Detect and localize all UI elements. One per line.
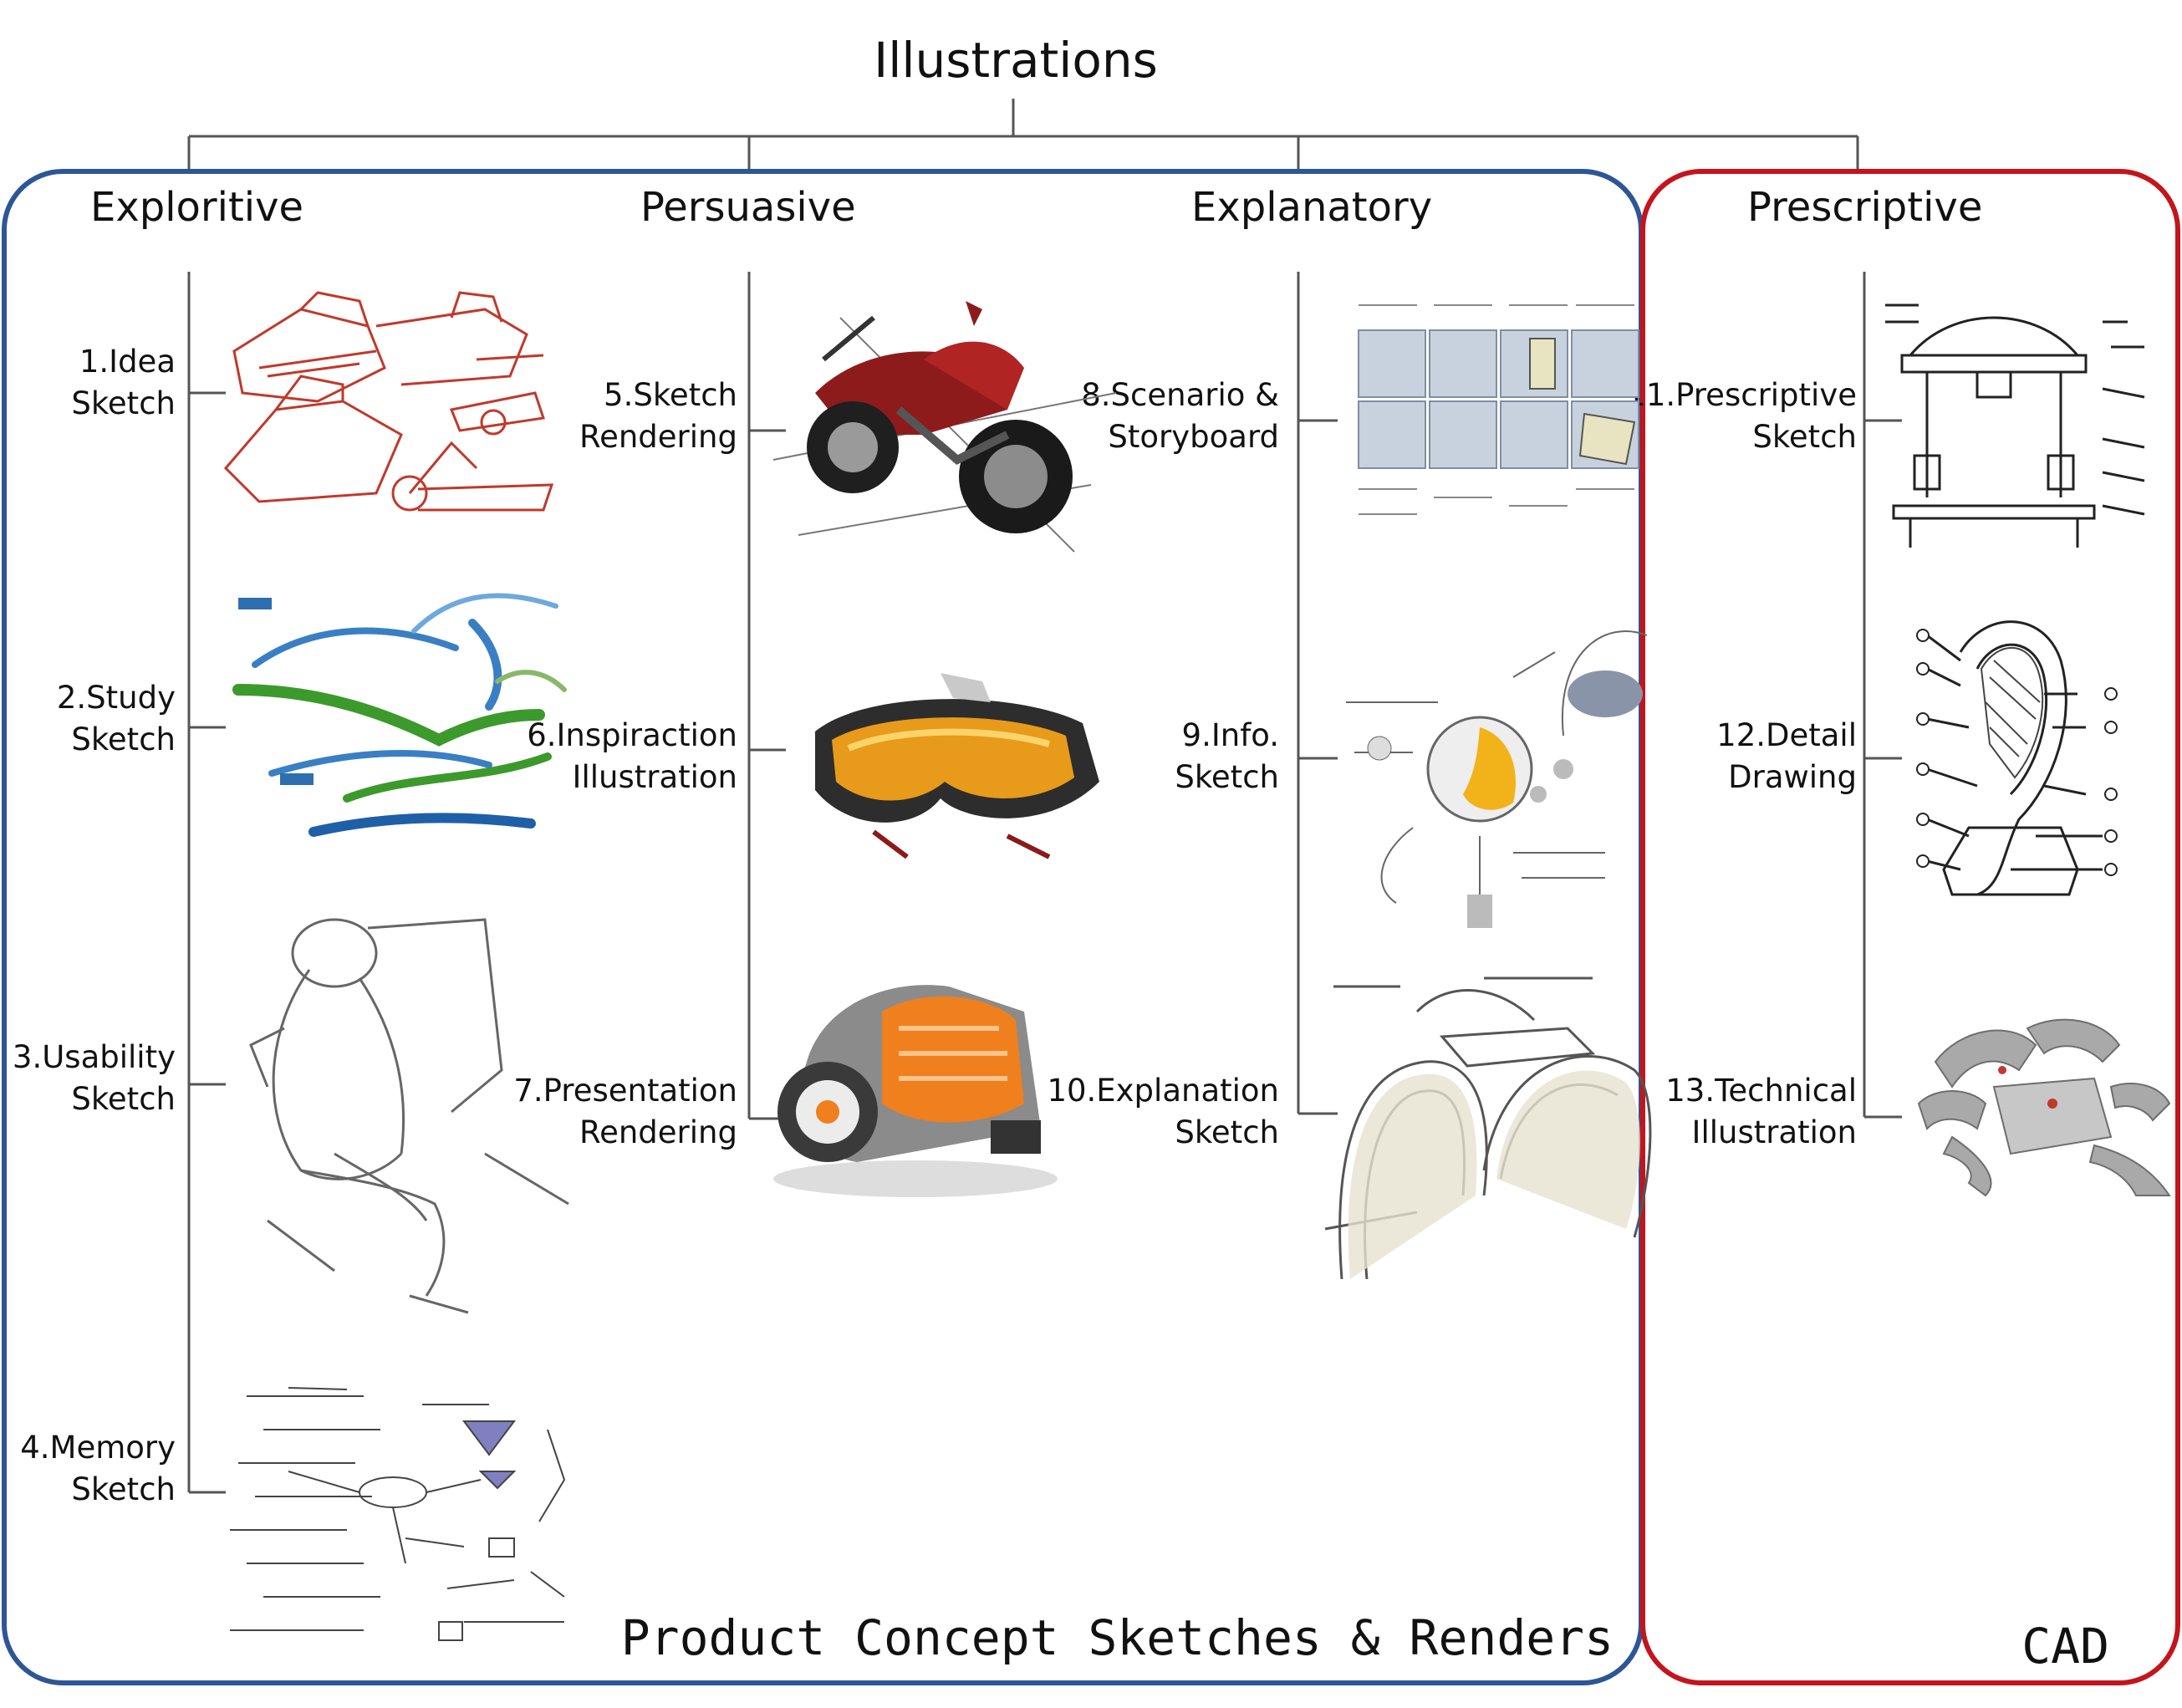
- study-sketch-image: [232, 593, 567, 837]
- explanation-sketch-image: [1324, 976, 1652, 1279]
- storyboard-image: [1358, 304, 1639, 515]
- category-prescriptive: Prescriptive: [1747, 184, 1983, 231]
- category-explanatory: Explanatory: [1191, 184, 1433, 231]
- memory-sketch-image: [230, 1387, 566, 1641]
- prescriptive-sketch-image: [1885, 303, 2145, 548]
- cad-group-label: CAD: [2021, 1618, 2109, 1675]
- cad-frame: [1640, 169, 2180, 1685]
- info-sketch-image: [1346, 630, 1648, 928]
- category-exploritive: Exploritive: [90, 184, 304, 231]
- diagram-title: Illustrations: [874, 32, 1158, 89]
- product-concept-group-label: Product Concept Sketches & Renders: [620, 1609, 1614, 1666]
- sketch-rendering-motorcycle-image: [772, 301, 1117, 553]
- detail-drawing-image: [1916, 620, 2118, 896]
- usability-sketch-image: [249, 918, 569, 1314]
- presentation-vacuum-image: [773, 985, 1058, 1197]
- item-info-sketch: 9.Info.Sketch: [1175, 717, 1279, 795]
- item-scenario-storyboard: 8.Scenario &Storyboard: [1081, 377, 1279, 455]
- technical-illustration-image: [1917, 1018, 2171, 1197]
- category-persuasive: Persuasive: [640, 184, 856, 231]
- inspiraction-goggles-image: [815, 673, 1099, 859]
- idea-sketch-image: [223, 291, 554, 512]
